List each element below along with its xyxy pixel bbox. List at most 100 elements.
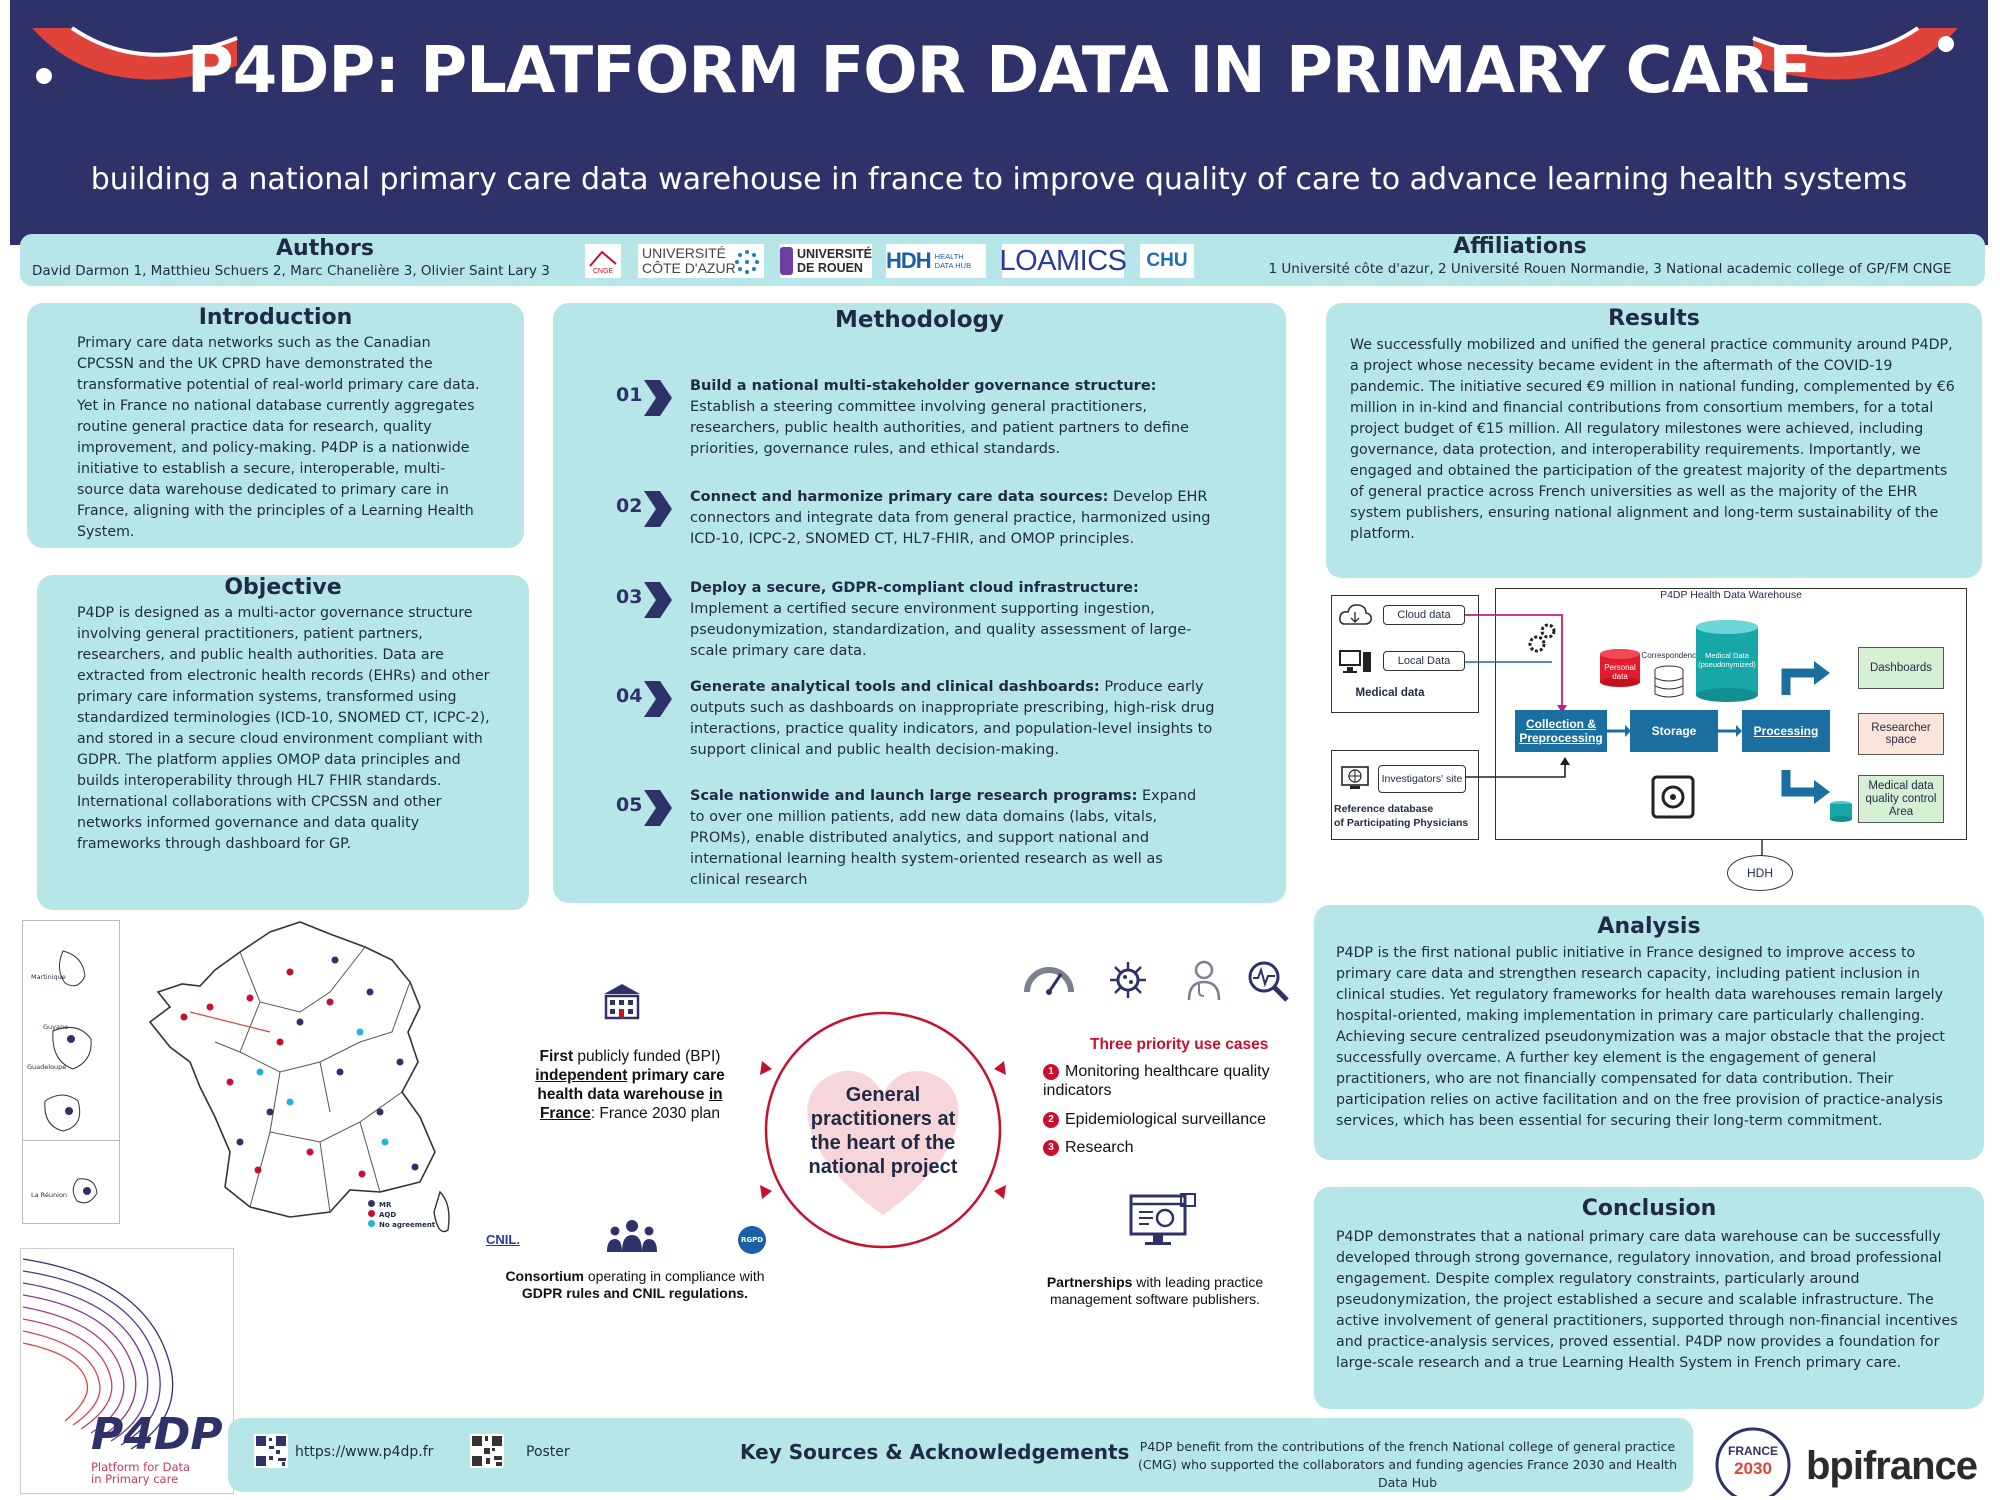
guyane-label: Guyane bbox=[43, 1023, 69, 1031]
search-pulse-icon bbox=[1248, 961, 1289, 1002]
methodology-step-heading: Connect and harmonize primary care data … bbox=[690, 489, 1109, 505]
overseas-box-antilles: Martinique Guyane Guadeloupe bbox=[22, 920, 120, 1148]
methodology-step-heading: Scale nationwide and launch large resear… bbox=[690, 788, 1138, 804]
chevron-right-icon bbox=[644, 380, 672, 416]
chevron-right-icon bbox=[644, 491, 672, 527]
poster-title: P4DP: PLATFORM FOR DATA IN PRIMARY CARE bbox=[186, 34, 1812, 108]
researcher-space-box: Researcher space bbox=[1858, 713, 1944, 755]
qr-code-website[interactable] bbox=[254, 1434, 288, 1468]
storage-box: Storage bbox=[1630, 710, 1718, 752]
methodology-step: Scale nationwide and launch large resear… bbox=[690, 786, 1215, 891]
overseas-box-reunion: La Réunion bbox=[22, 1140, 120, 1224]
flow-lines bbox=[1465, 614, 1570, 778]
investigators-site-label: Investigators' site bbox=[1378, 765, 1466, 793]
correspondence-db bbox=[1654, 665, 1684, 698]
chevron-right-icon bbox=[644, 681, 672, 717]
guadeloupe-label: Guadeloupe bbox=[27, 1063, 67, 1071]
authors-heading: Authors bbox=[276, 236, 374, 261]
methodology-step-body: Produce early outputs such as dashboards… bbox=[690, 679, 1215, 758]
objective-title: Objective bbox=[224, 575, 342, 600]
building-icon bbox=[604, 984, 640, 1020]
website-link[interactable]: https://www.p4dp.fr bbox=[295, 1444, 434, 1460]
authors-names: David Darmon 1, Matthieu Schuers 2, Marc… bbox=[32, 263, 550, 279]
methodology-step-number: 02 bbox=[616, 495, 643, 517]
methodology-step-heading: Build a national multi-stakeholder gover… bbox=[690, 378, 1157, 394]
france-2030-logo: FRANCE 2030 bbox=[1714, 1426, 1792, 1500]
chevron-right-icon bbox=[644, 790, 672, 826]
qr-code-poster[interactable] bbox=[470, 1434, 504, 1468]
introduction-panel: Introduction Primary care data networks … bbox=[27, 303, 524, 548]
methodology-step: Deploy a secure, GDPR-compliant cloud in… bbox=[690, 578, 1215, 662]
heart-text: General practitioners at the heart of th… bbox=[808, 1084, 958, 1178]
poster-subtitle: building a national primary care data wa… bbox=[90, 162, 1908, 197]
martinique-label: Martinique bbox=[31, 973, 66, 981]
computer-icon bbox=[1339, 650, 1371, 673]
globe-screen-icon bbox=[1341, 766, 1369, 789]
methodology-step-number: 01 bbox=[616, 384, 643, 406]
red-swoosh-right bbox=[1752, 26, 1958, 80]
medical-data-label: Medical data bbox=[1355, 687, 1425, 699]
poster-header: P4DP: PLATFORM FOR DATA IN PRIMARY CARE … bbox=[10, 0, 1988, 245]
conclusion-panel: Conclusion P4DP demonstrates that a nati… bbox=[1314, 1187, 1984, 1409]
personal-data-label: Personal data bbox=[1604, 663, 1636, 681]
hdh-node: HDH bbox=[1727, 855, 1793, 891]
loamics-logo: LOAMICS bbox=[999, 244, 1127, 278]
results-text: We successfully mobilized and unified th… bbox=[1350, 337, 1955, 542]
quality-control-box: Medical data quality control Area bbox=[1858, 775, 1944, 823]
center-circle bbox=[760, 1011, 1006, 1249]
methodology-step-number: 03 bbox=[616, 586, 643, 608]
correspondence-label: Correspondence bbox=[1641, 651, 1701, 660]
small-db-icon bbox=[1830, 801, 1852, 822]
group-icon bbox=[607, 1220, 657, 1252]
down-arrow-icon bbox=[1781, 770, 1830, 804]
methodology-step-heading: Deploy a secure, GDPR-compliant cloud in… bbox=[690, 580, 1139, 596]
methodology-step-body: Expand to over one million patients, add… bbox=[690, 788, 1197, 888]
cnil-logo: CNIL. bbox=[486, 1232, 520, 1247]
red-swoosh-left bbox=[32, 26, 238, 84]
analysis-text: P4DP is the first national public initia… bbox=[1336, 945, 1945, 1129]
methodology-step-body: Establish a steering committee involving… bbox=[690, 399, 1189, 457]
introduction-text: Primary care data networks such as the C… bbox=[77, 335, 480, 540]
safe-icon bbox=[1651, 775, 1695, 819]
conclusion-text: P4DP demonstrates that a national primar… bbox=[1336, 1229, 1958, 1371]
objective-text: P4DP is designed as a multi-actor govern… bbox=[77, 605, 490, 852]
cnge-logo: CNGE bbox=[585, 244, 621, 278]
acknowledgements-text: P4DP benefit from the contributions of t… bbox=[1137, 1439, 1677, 1490]
gauge-icon bbox=[1024, 967, 1074, 995]
methodology-step-number: 04 bbox=[616, 685, 643, 707]
consortium-text: Consortium operating in compliance with … bbox=[505, 1268, 765, 1301]
collection-box: Collection & Preprocessing bbox=[1515, 710, 1607, 752]
results-title: Results bbox=[1608, 306, 1700, 331]
rgpd-badge: RGPD bbox=[738, 1226, 766, 1254]
warehouse-title: P4DP Health Data Warehouse bbox=[1660, 589, 1802, 601]
methodology-title: Methodology bbox=[834, 307, 1005, 333]
affiliations-text: 1 Université côte d'azur, 2 Université R… bbox=[1268, 261, 1952, 277]
methodology-step: Build a national multi-stakeholder gover… bbox=[690, 376, 1215, 460]
software-icon bbox=[1129, 1193, 1196, 1245]
virus-icon bbox=[1110, 962, 1146, 998]
methodology-step-heading: Generate analytical tools and clinical d… bbox=[690, 679, 1100, 695]
pipeline-arrows bbox=[1607, 725, 1742, 737]
results-panel: Results We successfully mobilized and un… bbox=[1326, 303, 1982, 578]
affiliations-heading: Affiliations bbox=[1453, 234, 1587, 259]
acknowledgements-heading: Key Sources & Acknowledgements bbox=[740, 1440, 1130, 1464]
personal-data-db bbox=[1600, 649, 1640, 687]
chevron-right-icon bbox=[644, 582, 672, 618]
cloud-icon bbox=[1339, 604, 1372, 625]
gears-icon bbox=[1528, 623, 1556, 653]
objective-panel: Objective P4DP is designed as a multi-ac… bbox=[37, 575, 529, 910]
bpi-text: First publicly funded (BPI) independent … bbox=[535, 1048, 725, 1122]
up-arrow-icon bbox=[1781, 661, 1830, 695]
partnerships-text: Partnerships with leading practice manag… bbox=[1046, 1274, 1264, 1307]
priority-title: Three priority use cases bbox=[1090, 1036, 1269, 1053]
medical-data-db bbox=[1696, 620, 1758, 702]
mainland-france-map bbox=[148, 921, 450, 1233]
p4dp-logo-name: P4DP bbox=[91, 1409, 223, 1460]
methodology-step-number: 05 bbox=[616, 794, 643, 816]
